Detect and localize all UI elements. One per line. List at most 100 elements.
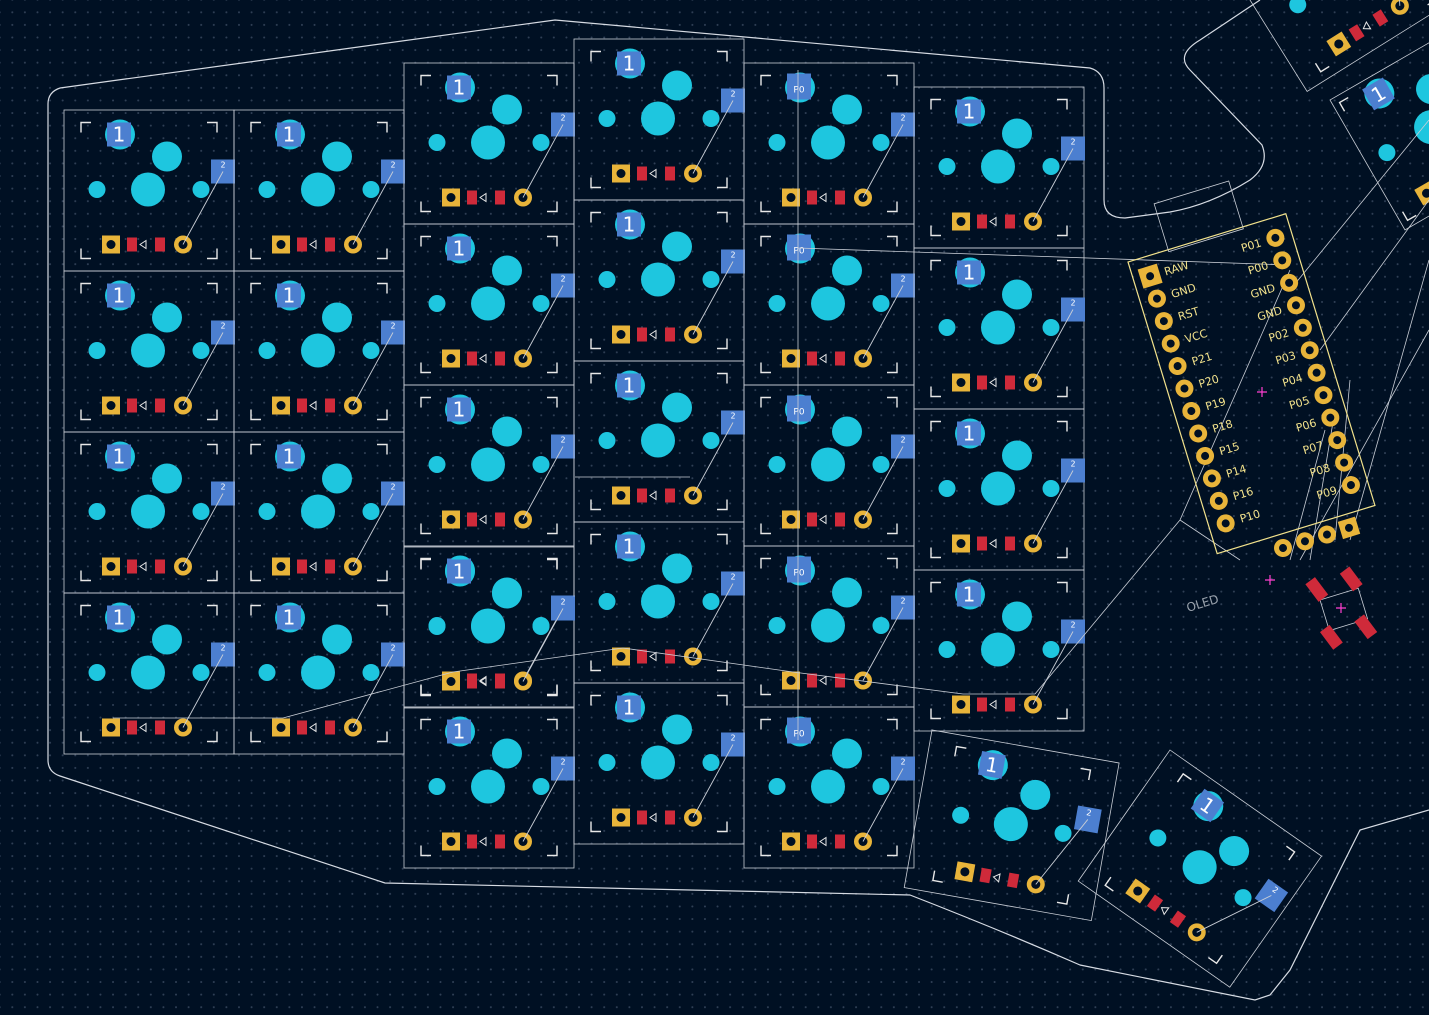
pin2-label: 2 [730, 573, 735, 582]
pin1-pad [957, 99, 981, 124]
silk-corner [1401, 211, 1417, 222]
switch-hole [192, 181, 210, 198]
key-switch[interactable]: 12 [63, 431, 235, 594]
key-switch[interactable]: 12 [403, 546, 575, 709]
key-switch[interactable]: 12 [233, 270, 405, 433]
switch-center-hole [1318, 0, 1365, 1]
key-switch[interactable]: 12 [573, 38, 745, 201]
pin1-label: 1 [453, 720, 466, 744]
switch-trace [1032, 470, 1074, 544]
switch-hole [702, 271, 720, 288]
switch-trace [522, 124, 564, 198]
trace [792, 671, 964, 695]
silk-corner [930, 98, 941, 110]
key-switch[interactable]: 12 [913, 569, 1085, 732]
silk-corner [420, 523, 431, 535]
key-switch[interactable]: 12 [1329, 20, 1429, 231]
silk-corner [590, 338, 601, 350]
key-switch[interactable]: 12P0 [743, 62, 915, 225]
diode-smd-pad [977, 697, 987, 712]
row-pad [787, 717, 811, 742]
diode-symbol [1160, 907, 1170, 916]
key-switch[interactable]: 12 [573, 360, 745, 523]
key-switch[interactable]: 12 [63, 270, 235, 433]
key-switch[interactable]: 12 [913, 408, 1085, 571]
key-switch[interactable]: 12 [403, 384, 575, 547]
trace [282, 671, 454, 719]
key-switch[interactable]: 12 [573, 199, 745, 362]
key-switch[interactable]: 12 [1077, 749, 1323, 988]
mcu-pin-drill [1221, 519, 1230, 528]
key-switch[interactable]: 12 [913, 247, 1085, 410]
key-switch[interactable]: 12 [1224, 0, 1429, 92]
mcu-pin-drill [1285, 278, 1294, 287]
switch-center-hole [1414, 110, 1429, 145]
key-switch[interactable]: 12 [403, 223, 575, 386]
diode-smd-pad [1146, 894, 1164, 912]
silk-corner [930, 420, 941, 432]
silk-corner [590, 533, 601, 545]
key-switch[interactable]: 12 [573, 682, 745, 845]
key-switch[interactable]: 12P0 [743, 223, 915, 386]
switch-hole [532, 778, 550, 795]
key-switch[interactable]: 12 [233, 109, 405, 272]
diode-smd-pad [1169, 910, 1187, 928]
switch-center-hole [471, 286, 505, 321]
pin2-label: 2 [1086, 808, 1093, 818]
switch-center-hole [811, 447, 845, 482]
silk-corner [250, 731, 261, 743]
switch-hole [598, 754, 616, 771]
diode-pad-drill [276, 723, 286, 732]
silk-corner [1056, 894, 1070, 905]
pin1-pad [447, 75, 471, 100]
mcu-pin-drill [1271, 233, 1280, 242]
key-switch[interactable]: 12 [233, 431, 405, 594]
diode-smd-pad [835, 673, 845, 688]
mcu-pin-drill [1326, 413, 1335, 422]
switch-hole [872, 778, 890, 795]
key-switch[interactable]: 12P0 [743, 545, 915, 708]
diode-pad-drill [956, 700, 966, 709]
pin2-label: 2 [560, 114, 565, 123]
silk-corner [590, 177, 601, 189]
silk-corner [420, 845, 431, 857]
silk-corner [547, 362, 558, 374]
key-switch[interactable]: 12 [403, 706, 575, 869]
key-switch[interactable]: 12 [573, 521, 745, 684]
oled-footprint[interactable]: OLED [1185, 516, 1379, 652]
switch-center-hole [301, 494, 335, 529]
key-switch[interactable]: 12 [913, 86, 1085, 249]
key-switch[interactable]: 12 [403, 62, 575, 225]
key-switch[interactable]: 12 [233, 592, 405, 755]
key-switch[interactable]: 12P0 [743, 384, 915, 547]
microcontroller-footprint[interactable]: RAWGNDRSTVCCP21P20P19P18P15P14P16P10P01P… [1114, 168, 1376, 613]
mcu-pin-label-left: RAW [1163, 259, 1191, 279]
silk-corner [1057, 547, 1068, 559]
key-switch[interactable]: 12P0 [743, 706, 915, 869]
mcu-pin-drill [1159, 317, 1168, 326]
mcu-pin-label-left: P21 [1190, 350, 1214, 368]
mcu-outline [1127, 213, 1376, 555]
switch-hole [768, 456, 786, 473]
mcu-pin-label-right: P06 [1295, 416, 1319, 434]
switch-center-hole [641, 423, 675, 458]
key-switch[interactable]: 12 [903, 729, 1120, 922]
silk-corner [717, 660, 728, 672]
silk-corner [930, 259, 941, 271]
silk-corner [760, 684, 771, 696]
board-outline [47, 87, 1429, 1001]
diode-pad-drill [446, 193, 456, 202]
switch-center-hole [131, 494, 165, 529]
silk-corner [1427, 0, 1429, 6]
diode-pad-drill [276, 240, 286, 249]
mcu-pin-label-right: P07 [1301, 439, 1325, 457]
diode-smd-pad [467, 351, 477, 366]
pin1-marker: 1 [107, 605, 131, 630]
diode-smd-pad [807, 351, 817, 366]
pin1-label: 1 [623, 213, 636, 237]
key-switch[interactable]: 12 [63, 592, 235, 755]
key-switch[interactable]: 12 [63, 109, 235, 272]
pin1-pad [277, 122, 301, 147]
